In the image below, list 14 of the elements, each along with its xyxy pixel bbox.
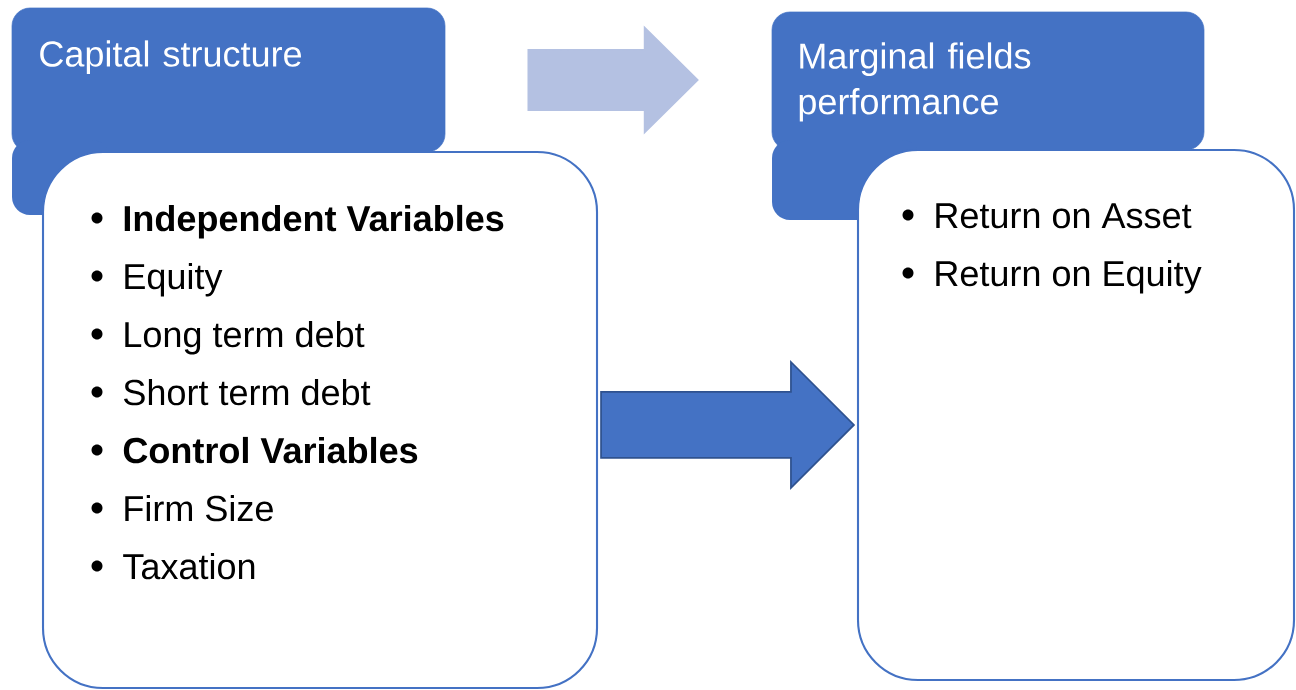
node-label: Equity — [125, 262, 223, 297]
node-label: Taxation — [123, 552, 255, 580]
rounded-box — [856, 148, 1296, 682]
node-label: Firm Size — [125, 494, 273, 522]
block-arrow — [600, 359, 856, 491]
rounded-box — [41, 150, 599, 690]
list-item: Control Variables — [91, 436, 418, 464]
list-item: Short term debt — [91, 378, 371, 406]
list-item: Firm Size — [91, 494, 273, 522]
block-arrow — [527, 25, 699, 135]
list-item: Equity — [91, 262, 223, 297]
list-item: Long term debt — [91, 320, 365, 355]
list-item: Taxation — [91, 552, 255, 580]
list-item: Return on Equity — [902, 259, 1202, 294]
